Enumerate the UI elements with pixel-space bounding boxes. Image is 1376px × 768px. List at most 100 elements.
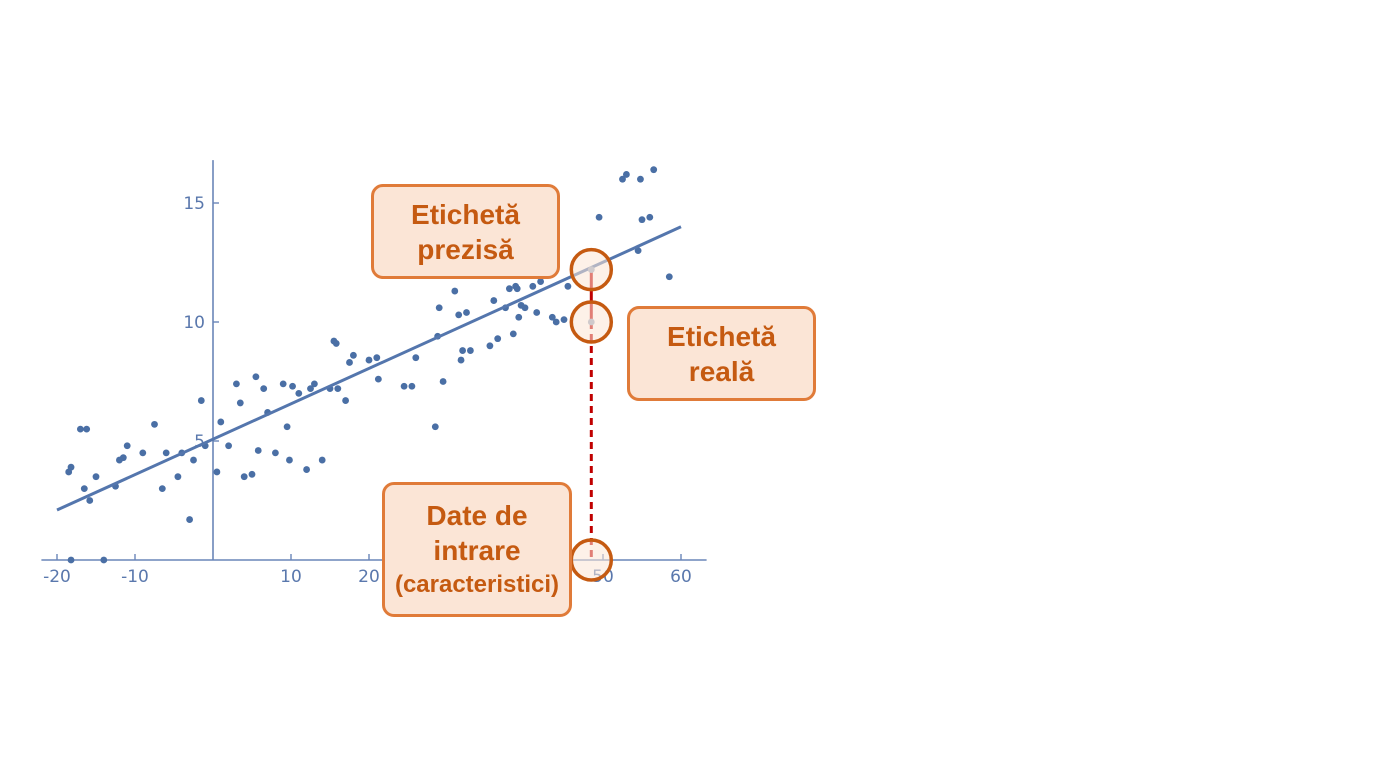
data-point [623, 171, 630, 178]
data-point [92, 473, 100, 481]
data-point [529, 282, 537, 290]
x-tick-label--20: -20 [43, 567, 71, 587]
actual-highlight-ring [569, 300, 614, 344]
predicted-highlight-ring [569, 247, 614, 292]
data-point [374, 375, 382, 383]
data-point [350, 351, 357, 359]
data-point [162, 449, 170, 457]
data-point [537, 278, 544, 285]
x-tick-label--10: -10 [121, 567, 149, 587]
data-point [67, 556, 75, 564]
y-tick-label-10: 10 [183, 313, 205, 333]
actual-label-line-1: Etichetă [667, 320, 776, 352]
data-point [451, 287, 459, 295]
data-point [638, 216, 646, 224]
data-point [332, 340, 340, 347]
data-point [260, 385, 268, 393]
predicted-label-line-2: prezisă [417, 233, 514, 265]
data-point [334, 385, 342, 393]
data-point [665, 273, 673, 281]
data-point [311, 380, 318, 388]
input-label-line-2: intrare [433, 534, 521, 566]
data-point [506, 285, 513, 293]
data-point [346, 359, 353, 366]
data-point [619, 175, 626, 183]
data-point [307, 385, 314, 393]
data-point [295, 390, 303, 397]
data-point [548, 313, 556, 321]
data-point [77, 425, 84, 433]
x-tick-label-20: 20 [358, 567, 380, 587]
data-point [289, 382, 296, 390]
data-point [455, 311, 463, 319]
data-point [225, 442, 233, 450]
data-point [119, 454, 127, 462]
data-point [248, 470, 256, 478]
data-point [158, 485, 166, 492]
data-point [490, 297, 498, 304]
data-point [254, 447, 262, 454]
input-label-line-3: (caracteristici) [394, 570, 560, 598]
data-point [365, 356, 373, 364]
input-highlight-ring [569, 538, 614, 582]
data-point [459, 347, 466, 354]
data-point [564, 282, 572, 290]
data-point [515, 313, 523, 321]
data-point [646, 213, 654, 221]
data-point [412, 354, 420, 362]
data-point [286, 456, 293, 464]
data-point [272, 449, 279, 457]
data-point [217, 418, 225, 426]
data-point [509, 330, 517, 338]
data-point [439, 378, 447, 385]
data-point [279, 380, 287, 388]
data-point [408, 382, 416, 390]
data-point [83, 425, 91, 433]
data-point [373, 354, 381, 362]
data-point [521, 304, 529, 312]
data-point [400, 382, 408, 390]
data-point [552, 318, 560, 326]
actual-label-callout: Etichetă reală [627, 306, 816, 401]
data-point [139, 449, 147, 457]
data-point [100, 556, 108, 564]
data-point [634, 247, 642, 255]
data-point [513, 285, 521, 293]
data-point [123, 442, 131, 450]
data-point [67, 463, 75, 471]
data-point [86, 497, 94, 504]
data-point [494, 335, 502, 343]
y-tick-label-5: 5 [194, 432, 205, 452]
data-point [431, 423, 439, 431]
data-point [303, 466, 310, 473]
data-point [80, 485, 88, 492]
data-point [467, 347, 474, 354]
data-point [240, 473, 248, 481]
data-point [560, 316, 568, 324]
y-tick-label-15: 15 [183, 194, 205, 214]
data-point [236, 399, 244, 407]
predicted-label-callout: Etichetă prezisă [371, 184, 560, 279]
data-point [318, 456, 326, 464]
data-point [213, 468, 221, 476]
data-point [151, 420, 158, 428]
predicted-label-line-1: Etichetă [411, 198, 520, 230]
input-label-callout: Date de intrare (caracteristici) [382, 482, 572, 617]
data-point [595, 213, 603, 221]
data-point [283, 423, 291, 431]
x-tick-label-60: 60 [670, 567, 692, 587]
data-point [174, 473, 182, 481]
data-point [457, 356, 465, 364]
data-point [486, 342, 494, 350]
data-point [463, 309, 470, 316]
data-points [65, 166, 673, 564]
data-point [533, 309, 541, 316]
data-point [186, 516, 194, 523]
fit-overlay [56, 225, 682, 582]
data-point [637, 175, 644, 183]
data-point [435, 304, 443, 312]
data-point [650, 166, 658, 174]
data-point [342, 397, 349, 404]
data-point [252, 373, 260, 381]
